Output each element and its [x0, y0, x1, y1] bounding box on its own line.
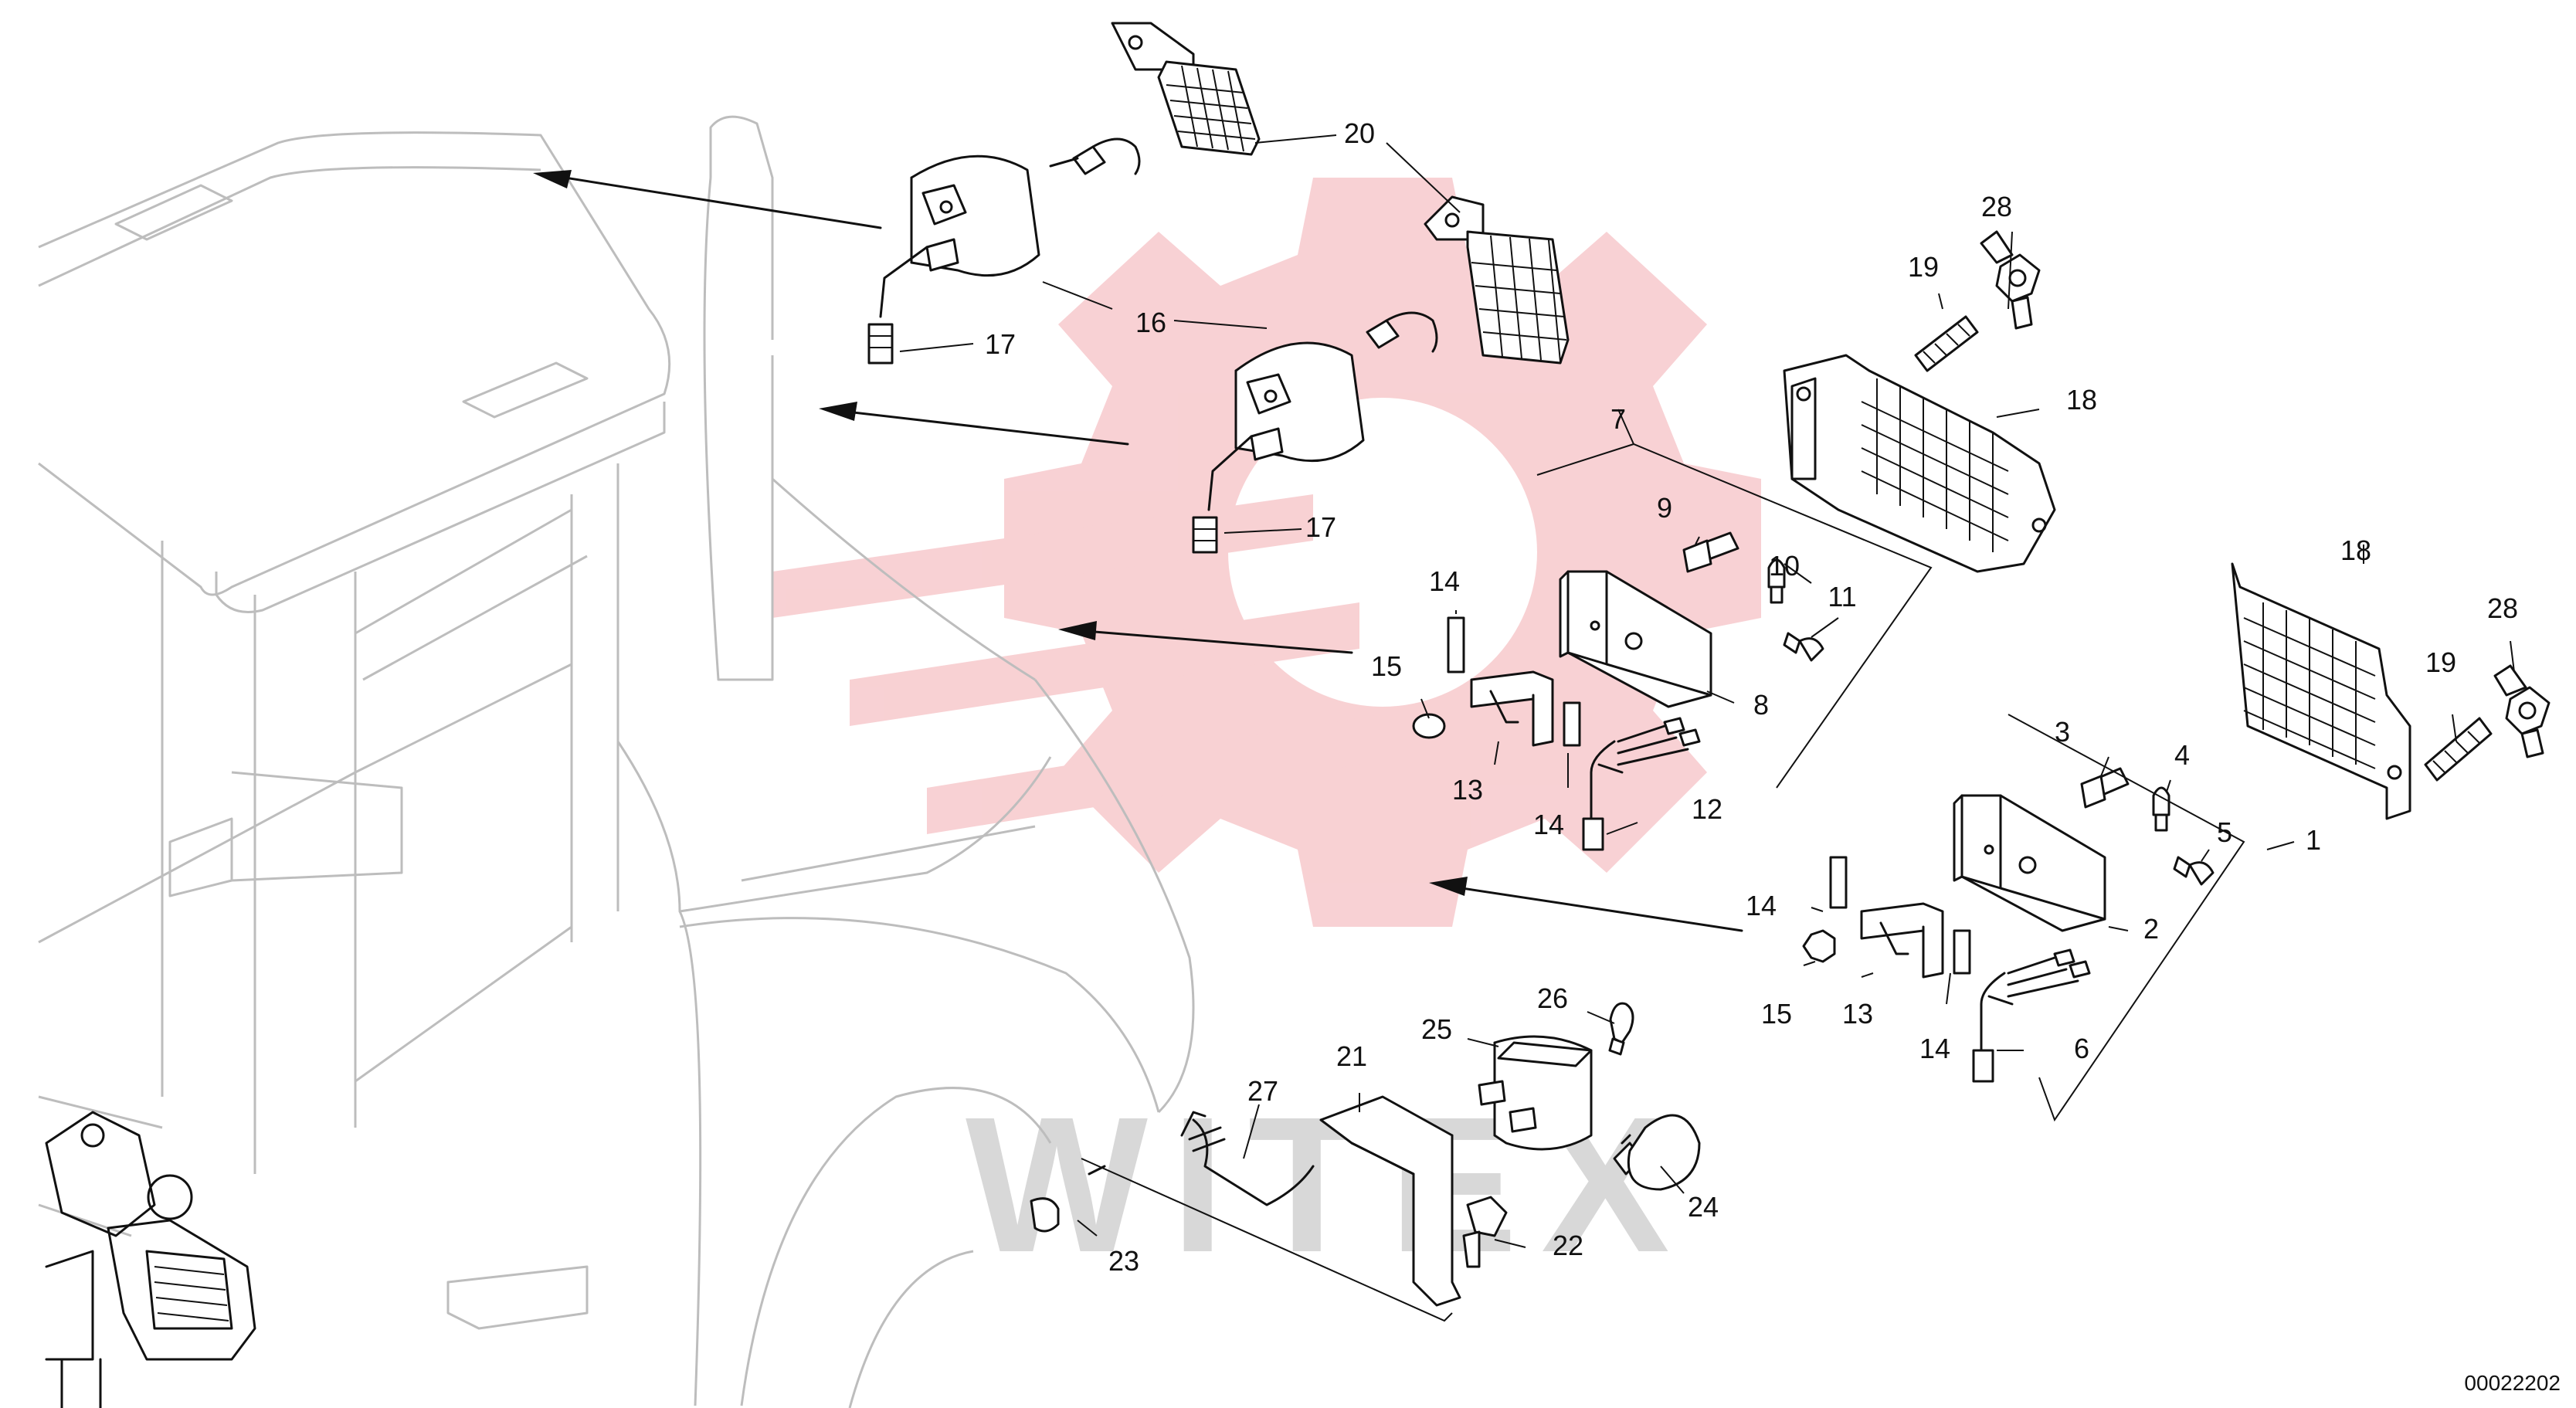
callout-labels: 20 16 17 17 28 19 18 7 9 10 11 14 15 8 1… — [985, 117, 2518, 1277]
callout-26: 26 — [1537, 982, 1568, 1014]
lamp-guard-top — [1111, 22, 1261, 156]
tail-lamp-guard-upper — [1783, 354, 2056, 573]
callout-6: 6 — [2074, 1033, 2089, 1064]
callout-24: 24 — [1688, 1191, 1719, 1223]
callout-11: 11 — [1828, 581, 1856, 612]
callout-25: 25 — [1421, 1013, 1452, 1045]
loader-cab — [38, 115, 1195, 1408]
stud-and-wingnut-lower — [2424, 664, 2551, 782]
callout-18-lower: 18 — [2340, 534, 2371, 566]
callout-28-lower: 28 — [2487, 592, 2518, 624]
callout-10: 10 — [1769, 550, 1800, 582]
callout-14-middle-top: 14 — [1429, 565, 1460, 597]
grommet — [1030, 1165, 1106, 1233]
leader-lines — [899, 134, 2515, 1322]
diagram-code: 00022202 — [2464, 1371, 2561, 1395]
arrows — [533, 170, 1743, 932]
callout-3: 3 — [2055, 716, 2070, 748]
callout-20: 20 — [1344, 117, 1375, 149]
callout-18-upper: 18 — [2066, 384, 2097, 416]
callout-8: 8 — [1753, 689, 1769, 721]
callout-22: 22 — [1553, 1230, 1583, 1261]
callout-19-upper: 19 — [1908, 251, 1939, 283]
callout-17-upper: 17 — [985, 328, 1016, 360]
plate-lamp-assembly — [1180, 1002, 1701, 1307]
callout-15-right: 15 — [1761, 998, 1792, 1030]
callout-4: 4 — [2174, 739, 2190, 771]
callout-14-middle-bottom: 14 — [1533, 809, 1564, 840]
tail-lamp-middle — [1412, 531, 1824, 851]
callout-2: 2 — [2143, 913, 2159, 945]
watermark-gear — [772, 178, 1761, 927]
work-lamp-upper — [867, 137, 1141, 365]
tail-lamp-right — [1802, 767, 2215, 1083]
lamp-guard-lower — [1424, 195, 1570, 365]
callout-15-middle: 15 — [1371, 650, 1402, 682]
callout-7: 7 — [1610, 403, 1626, 435]
callout-14-right-top: 14 — [1746, 890, 1777, 921]
lower-left-lamp-assembly — [45, 1111, 256, 1408]
callout-14-right-bottom: 14 — [1919, 1033, 1950, 1064]
callout-12: 12 — [1692, 793, 1722, 825]
callout-21: 21 — [1336, 1040, 1367, 1072]
callout-27: 27 — [1247, 1075, 1278, 1107]
callout-16: 16 — [1135, 307, 1166, 338]
tail-lamp-guard-lower — [2231, 562, 2411, 820]
stud-and-wingnut-upper — [1914, 230, 2041, 372]
callout-5: 5 — [2217, 816, 2232, 848]
callout-28-upper: 28 — [1981, 191, 2012, 222]
work-lamp-lower — [1192, 311, 1438, 554]
callout-1: 1 — [2306, 824, 2321, 856]
callout-23: 23 — [1108, 1245, 1139, 1277]
callout-13-middle: 13 — [1452, 774, 1483, 806]
callout-13-right: 13 — [1842, 998, 1873, 1030]
callout-17-lower: 17 — [1305, 511, 1336, 543]
callout-9: 9 — [1657, 492, 1672, 524]
callout-19-lower: 19 — [2425, 646, 2456, 678]
